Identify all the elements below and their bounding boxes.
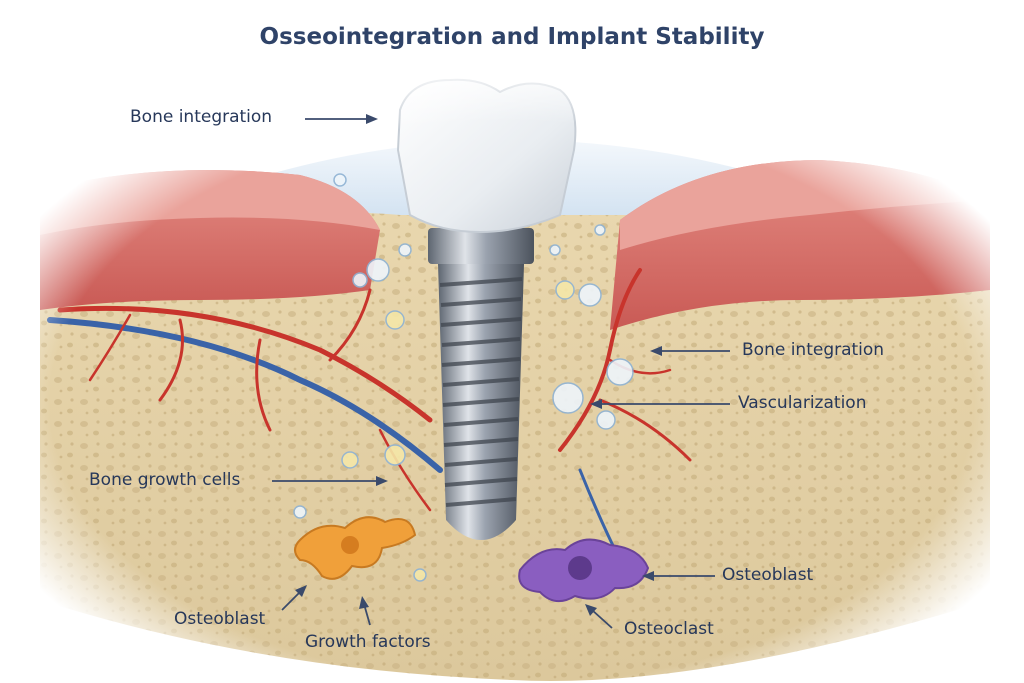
label-bone-integration-top: Bone integration <box>130 107 273 127</box>
label-osteoblast-right: Osteoblast <box>722 565 814 585</box>
label-vascularization: Vascularization <box>738 393 867 413</box>
label-bone-integration-right: Bone integration <box>742 340 885 360</box>
edge-fade <box>0 60 1024 683</box>
label-bone-growth-cells: Bone growth cells <box>89 470 241 490</box>
label-osteoblast-left: Osteoblast <box>174 609 266 629</box>
label-growth-factors: Growth factors <box>305 632 431 652</box>
label-osteoclast: Osteoclast <box>624 619 714 639</box>
diagram-title: Osseointegration and Implant Stability <box>259 24 765 50</box>
label-arrows <box>272 114 730 629</box>
